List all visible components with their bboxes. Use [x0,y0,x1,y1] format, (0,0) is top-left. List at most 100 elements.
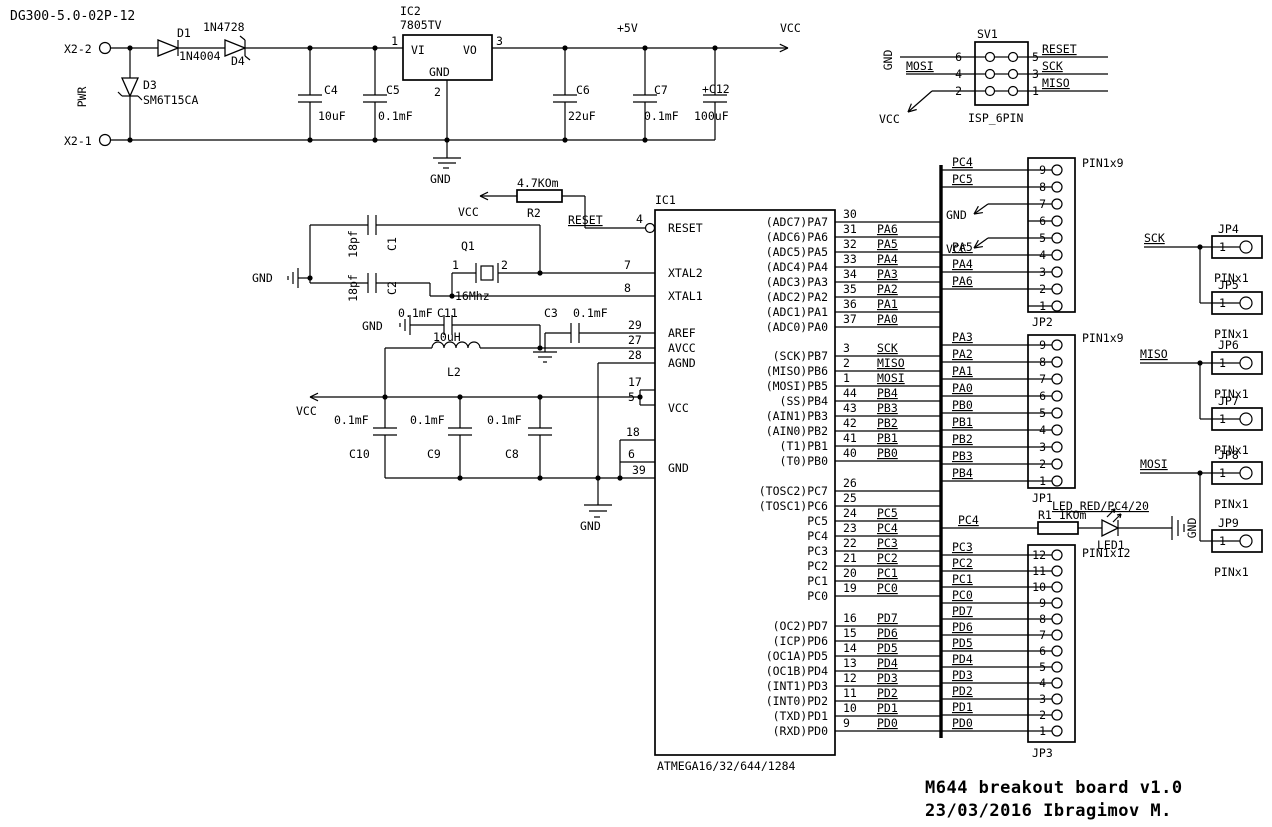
net-label: PA0 [952,381,973,395]
sv1-pad[interactable] [984,85,996,97]
jp2-connector[interactable] [1027,157,1076,313]
jp1-connector[interactable] [1027,334,1076,489]
c10-value: 0.1mF [334,413,369,427]
ic1-pin-name: (RXD)PD0 [773,724,828,738]
ic1-pin39-number: 39 [632,463,646,477]
mosi-net-label: MOSI [1140,457,1168,471]
jp2-pin-7[interactable] [1051,198,1063,210]
c5-ref: C5 [386,83,400,97]
ic1-pin-number: 21 [843,551,857,565]
jp1-pin-1[interactable] [1051,475,1063,487]
sv1-pad[interactable] [984,51,996,63]
jp1-pin-9[interactable] [1051,339,1063,351]
ic1-pin-name: (OC2)PD7 [773,619,828,633]
jp1-pin-3[interactable] [1051,441,1063,453]
net-label: PB1 [952,415,973,429]
jp3-pin-4[interactable] [1051,677,1063,689]
ic1-pin-number: 20 [843,566,857,580]
jp2-pin-4[interactable] [1051,249,1063,261]
ic1-pin4-number: 4 [636,212,643,226]
isp-mosi-label: MOSI [906,59,934,73]
jp1-pin-4[interactable] [1051,424,1063,436]
jumper-JP5-pad[interactable] [1239,296,1253,310]
jp3-pin-9[interactable] [1051,597,1063,609]
led1-diode[interactable] [1101,518,1120,538]
jumper-JP7-pad[interactable] [1239,412,1253,426]
d3-value: SM6T15CA [143,93,198,107]
jp3-pin-12[interactable] [1051,549,1063,561]
x2-1-terminal[interactable] [98,133,112,147]
sv1-pad[interactable] [1007,68,1019,80]
ic1-pin-name: (INT0)PD2 [766,694,828,708]
ic1-pin-number: 26 [843,476,857,490]
jumper-JP9-pad[interactable] [1239,534,1253,548]
r2-resistor[interactable] [516,189,563,203]
c8-ref: C8 [505,447,519,461]
net-label: PB1 [877,431,898,445]
ic1-pin17-number: 17 [628,375,642,389]
jp1-pin-8[interactable] [1051,356,1063,368]
sv1-pad[interactable] [984,68,996,80]
decoupling-vcc-label: VCC [296,404,317,418]
ic1-pin-number: 32 [843,237,857,251]
net-label: PA5 [877,237,898,251]
jp3-pin-8[interactable] [1051,613,1063,625]
pin-number: 9 [1039,596,1046,610]
jp3-pin-7[interactable] [1051,629,1063,641]
jumper-JP6-pad[interactable] [1239,356,1253,370]
isp-vcc-label: VCC [879,112,900,126]
jp3-pin-2[interactable] [1051,709,1063,721]
jumper-ref: JP4 [1218,222,1239,236]
c8-value: 0.1mF [487,413,522,427]
jumper-ref: JP7 [1218,394,1239,408]
jp3-pin-6[interactable] [1051,645,1063,657]
ic1-pin-name: (AIN1)PB3 [766,409,828,423]
jumper-JP4-pad[interactable] [1239,240,1253,254]
ic1-body[interactable] [654,209,836,756]
jumper-JP8-pad[interactable] [1239,466,1253,480]
jp2-pin-9[interactable] [1051,164,1063,176]
sv1-pad[interactable] [1007,85,1019,97]
q1-crystal[interactable] [480,265,494,281]
ic1-pin-name: (SCK)PB7 [773,349,828,363]
net-label: PC4 [952,155,973,169]
jp3-pin-3[interactable] [1051,693,1063,705]
ic1-pin-number: 14 [843,641,857,655]
jp3-pin-1[interactable] [1051,725,1063,737]
jp2-pin-6[interactable] [1051,215,1063,227]
jp1-pin-2[interactable] [1051,458,1063,470]
jp3-connector[interactable] [1027,544,1076,743]
jp2-ref: JP2 [1032,315,1053,329]
l2-inductor[interactable] [431,341,481,349]
net-label: PD6 [952,620,973,634]
jp3-pin-5[interactable] [1051,661,1063,673]
sv1-pad[interactable] [1007,51,1019,63]
net-label: MOSI [877,371,905,385]
ic1-pin-number: 43 [843,401,857,415]
jp3-pin-10[interactable] [1051,581,1063,593]
d4-diode[interactable] [224,39,247,57]
ic1-pin-number: 23 [843,521,857,535]
jp1-pin-6[interactable] [1051,390,1063,402]
jp2-pin-3[interactable] [1051,266,1063,278]
gnd-label: GND [430,172,451,186]
q1-pin1: 1 [452,258,459,272]
r1-resistor[interactable] [1037,521,1079,535]
jp1-pin-5[interactable] [1051,407,1063,419]
jp2-pin-8[interactable] [1051,181,1063,193]
jp2-pin-2[interactable] [1051,283,1063,295]
pin-number: 1 [1032,84,1039,98]
ic1-pin-name: (TOSC2)PC7 [759,484,828,498]
r2-value: 4.7KOm [517,176,559,190]
d3-diode[interactable] [120,77,140,98]
jp3-pin-11[interactable] [1051,565,1063,577]
net-label: PC2 [877,551,898,565]
jp1-pin-7[interactable] [1051,373,1063,385]
jp2-pin-1[interactable] [1051,300,1063,312]
d1-diode[interactable] [157,39,180,57]
ic1-reset-name: RESET [668,221,703,235]
net-label: PB4 [877,386,898,400]
jp2-pin-5[interactable] [1051,232,1063,244]
c11-ref: C11 [437,306,458,320]
x2-2-terminal[interactable] [98,41,112,55]
